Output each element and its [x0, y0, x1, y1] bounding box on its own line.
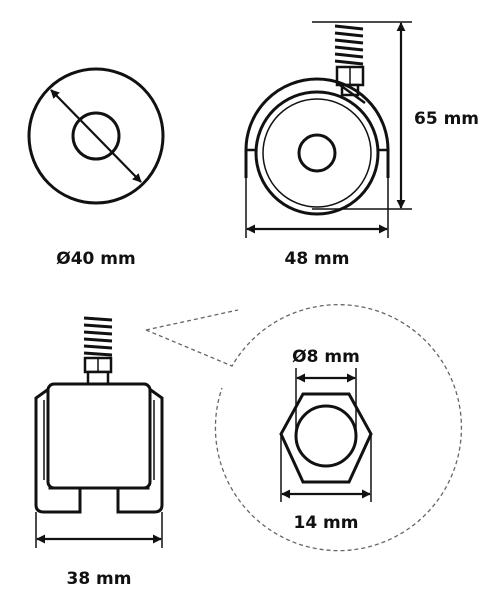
caster-side-view — [244, 21, 412, 238]
front-spring — [83, 316, 113, 357]
hex-nut-detail-callout — [145, 304, 463, 552]
front-width-label: 38 mm — [66, 569, 131, 589]
front-housing — [46, 382, 152, 490]
side-wheel-rim — [262, 98, 372, 208]
front-stem — [86, 370, 110, 386]
side-stem — [340, 83, 360, 97]
wheel-disc-view — [27, 67, 165, 205]
side-spring — [334, 24, 364, 66]
callout-bubble — [145, 304, 463, 552]
wheel-diameter-label: Ø40 mm — [56, 249, 135, 269]
side-housing — [244, 77, 390, 178]
caster-front-view — [34, 316, 164, 548]
hex-bore-circle — [294, 404, 358, 468]
total-height-label: 65 mm — [414, 109, 479, 129]
bore-diameter-label: Ø8 mm — [292, 347, 360, 367]
hex-nut-detail — [279, 368, 373, 502]
side-width-label: 48 mm — [284, 249, 349, 269]
wheel-diameter-arrow — [50, 89, 142, 183]
callout-pointer — [145, 309, 239, 331]
side-wheel-hub — [297, 133, 337, 173]
hex-width-label: 14 mm — [293, 513, 358, 533]
